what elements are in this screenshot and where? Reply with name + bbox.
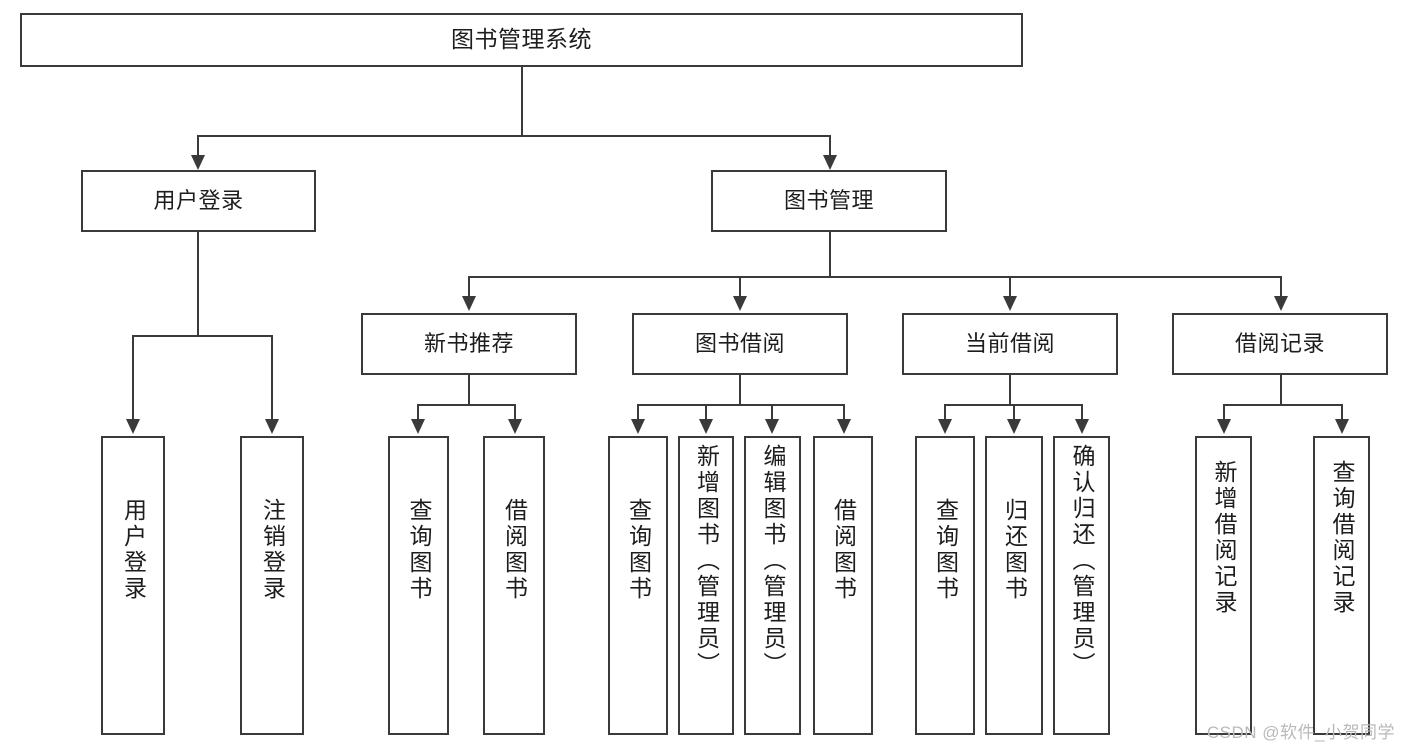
node-book-manage[interactable]: 图书管理 bbox=[711, 170, 947, 232]
node-label: 借阅图书 bbox=[501, 498, 528, 602]
node-label: 新增借阅记录 bbox=[1211, 460, 1237, 616]
arrowhead-leaf-query-record bbox=[1335, 419, 1349, 434]
node-leaf-edit-book-admin[interactable]: 编辑图书（管理员） bbox=[744, 436, 801, 735]
node-leaf-query-book-1[interactable]: 查询图书 bbox=[388, 436, 449, 735]
node-label: 借阅记录 bbox=[1234, 330, 1325, 356]
node-label: 当前借阅 bbox=[964, 330, 1055, 356]
node-label: 用户登录 bbox=[120, 498, 147, 602]
connector-drop-borrow-record bbox=[1280, 276, 1282, 297]
connector-drop-leaf-query-book-3 bbox=[944, 404, 946, 420]
node-label: 查询借阅记录 bbox=[1329, 460, 1355, 616]
node-leaf-query-book-3[interactable]: 查询图书 bbox=[915, 436, 975, 735]
node-label: 借阅图书 bbox=[830, 498, 857, 602]
connector-book-borrow-bus bbox=[637, 404, 843, 406]
node-label: 查询图书 bbox=[406, 498, 432, 602]
connector-root-stem bbox=[521, 67, 523, 135]
node-root-system[interactable]: 图书管理系统 bbox=[20, 13, 1023, 67]
node-user-login[interactable]: 用户登录 bbox=[81, 170, 316, 232]
arrowhead-leaf-add-book-admin bbox=[699, 419, 713, 434]
arrowhead-new-book-recommend bbox=[462, 296, 476, 311]
node-label: 注销登录 bbox=[259, 498, 286, 602]
node-new-book-recommend[interactable]: 新书推荐 bbox=[361, 313, 577, 375]
node-borrow-record[interactable]: 借阅记录 bbox=[1172, 313, 1388, 375]
connector-drop-leaf-return-book bbox=[1013, 404, 1015, 420]
connector-drop-leaf-add-record bbox=[1223, 404, 1225, 420]
connector-drop-leaf-confirm-return-admin bbox=[1081, 404, 1083, 420]
node-leaf-logout[interactable]: 注销登录 bbox=[240, 436, 304, 735]
arrowhead-leaf-return-book bbox=[1007, 419, 1021, 434]
arrowhead-leaf-logout bbox=[265, 419, 279, 434]
connector-new-book-recommend-stem bbox=[468, 375, 470, 404]
arrowhead-leaf-query-book-2 bbox=[631, 419, 645, 434]
connector-drop-leaf-add-book-admin bbox=[705, 404, 707, 420]
connector-user-login-stem bbox=[197, 232, 199, 335]
arrowhead-leaf-add-record bbox=[1217, 419, 1231, 434]
arrowhead-leaf-borrow-book-1 bbox=[508, 419, 522, 434]
arrowhead-leaf-confirm-return-admin bbox=[1075, 419, 1089, 434]
connector-book-borrow-stem bbox=[739, 375, 741, 404]
node-current-borrow[interactable]: 当前借阅 bbox=[902, 313, 1118, 375]
connector-drop-leaf-borrow-book-2 bbox=[843, 404, 845, 420]
connector-drop-leaf-query-book-1 bbox=[417, 404, 419, 420]
connector-book-manage-stem bbox=[829, 232, 831, 276]
arrowhead-current-borrow bbox=[1003, 296, 1017, 311]
connector-drop-user-login bbox=[197, 135, 199, 157]
arrowhead-borrow-record bbox=[1274, 296, 1288, 311]
node-leaf-query-book-2[interactable]: 查询图书 bbox=[608, 436, 668, 735]
node-label: 图书管理 bbox=[783, 187, 874, 213]
arrowhead-book-borrow bbox=[733, 296, 747, 311]
connector-drop-leaf-borrow-book-1 bbox=[514, 404, 516, 420]
arrowhead-book-manage bbox=[823, 155, 837, 170]
connector-drop-new-book-recommend bbox=[468, 276, 470, 297]
node-label: 查询图书 bbox=[625, 498, 652, 602]
connector-drop-leaf-edit-book-admin bbox=[771, 404, 773, 420]
node-label: 图书管理系统 bbox=[451, 26, 592, 53]
connector-current-borrow-stem bbox=[1009, 375, 1011, 404]
node-label: 编辑图书（管理员） bbox=[760, 444, 786, 678]
node-leaf-add-book-admin[interactable]: 新增图书（管理员） bbox=[678, 436, 734, 735]
connector-level3-bus bbox=[468, 276, 1280, 278]
connector-drop-leaf-logout bbox=[271, 335, 273, 420]
node-leaf-query-record[interactable]: 查询借阅记录 bbox=[1313, 436, 1370, 735]
connector-drop-leaf-user-login bbox=[132, 335, 134, 420]
csdn-watermark: CSDN @软件_小贺同学 bbox=[1206, 723, 1395, 742]
connector-new-book-recommend-bus bbox=[417, 404, 515, 406]
connector-borrow-record-stem bbox=[1280, 375, 1282, 404]
node-label: 新增图书（管理员） bbox=[693, 444, 720, 678]
arrowhead-leaf-borrow-book-2 bbox=[837, 419, 851, 434]
node-label: 归还图书 bbox=[1001, 498, 1028, 602]
arrowhead-leaf-user-login bbox=[126, 419, 140, 434]
node-leaf-borrow-book-2[interactable]: 借阅图书 bbox=[813, 436, 873, 735]
connector-drop-current-borrow bbox=[1009, 276, 1011, 297]
arrowhead-leaf-edit-book-admin bbox=[765, 419, 779, 434]
connector-drop-leaf-query-record bbox=[1341, 404, 1343, 420]
node-book-borrow[interactable]: 图书借阅 bbox=[632, 313, 848, 375]
connector-drop-leaf-query-book-2 bbox=[637, 404, 639, 420]
node-leaf-borrow-book-1[interactable]: 借阅图书 bbox=[483, 436, 545, 735]
connector-drop-book-manage bbox=[829, 135, 831, 157]
connector-user-login-bus bbox=[132, 335, 272, 337]
node-leaf-user-login[interactable]: 用户登录 bbox=[101, 436, 165, 735]
arrowhead-user-login bbox=[191, 155, 205, 170]
arrowhead-leaf-query-book-1 bbox=[411, 419, 425, 434]
node-label: 查询图书 bbox=[932, 498, 959, 602]
connector-borrow-record-bus bbox=[1223, 404, 1341, 406]
node-label: 确认归还（管理员） bbox=[1069, 444, 1095, 678]
arrowhead-leaf-query-book-3 bbox=[938, 419, 952, 434]
node-label: 图书借阅 bbox=[694, 330, 785, 356]
node-label: 用户登录 bbox=[153, 187, 244, 213]
node-leaf-add-record[interactable]: 新增借阅记录 bbox=[1195, 436, 1252, 735]
connector-level2-bus bbox=[197, 135, 829, 137]
connector-drop-book-borrow bbox=[739, 276, 741, 297]
node-label: 新书推荐 bbox=[423, 330, 514, 356]
node-leaf-return-book[interactable]: 归还图书 bbox=[985, 436, 1043, 735]
node-leaf-confirm-return-admin[interactable]: 确认归还（管理员） bbox=[1053, 436, 1110, 735]
